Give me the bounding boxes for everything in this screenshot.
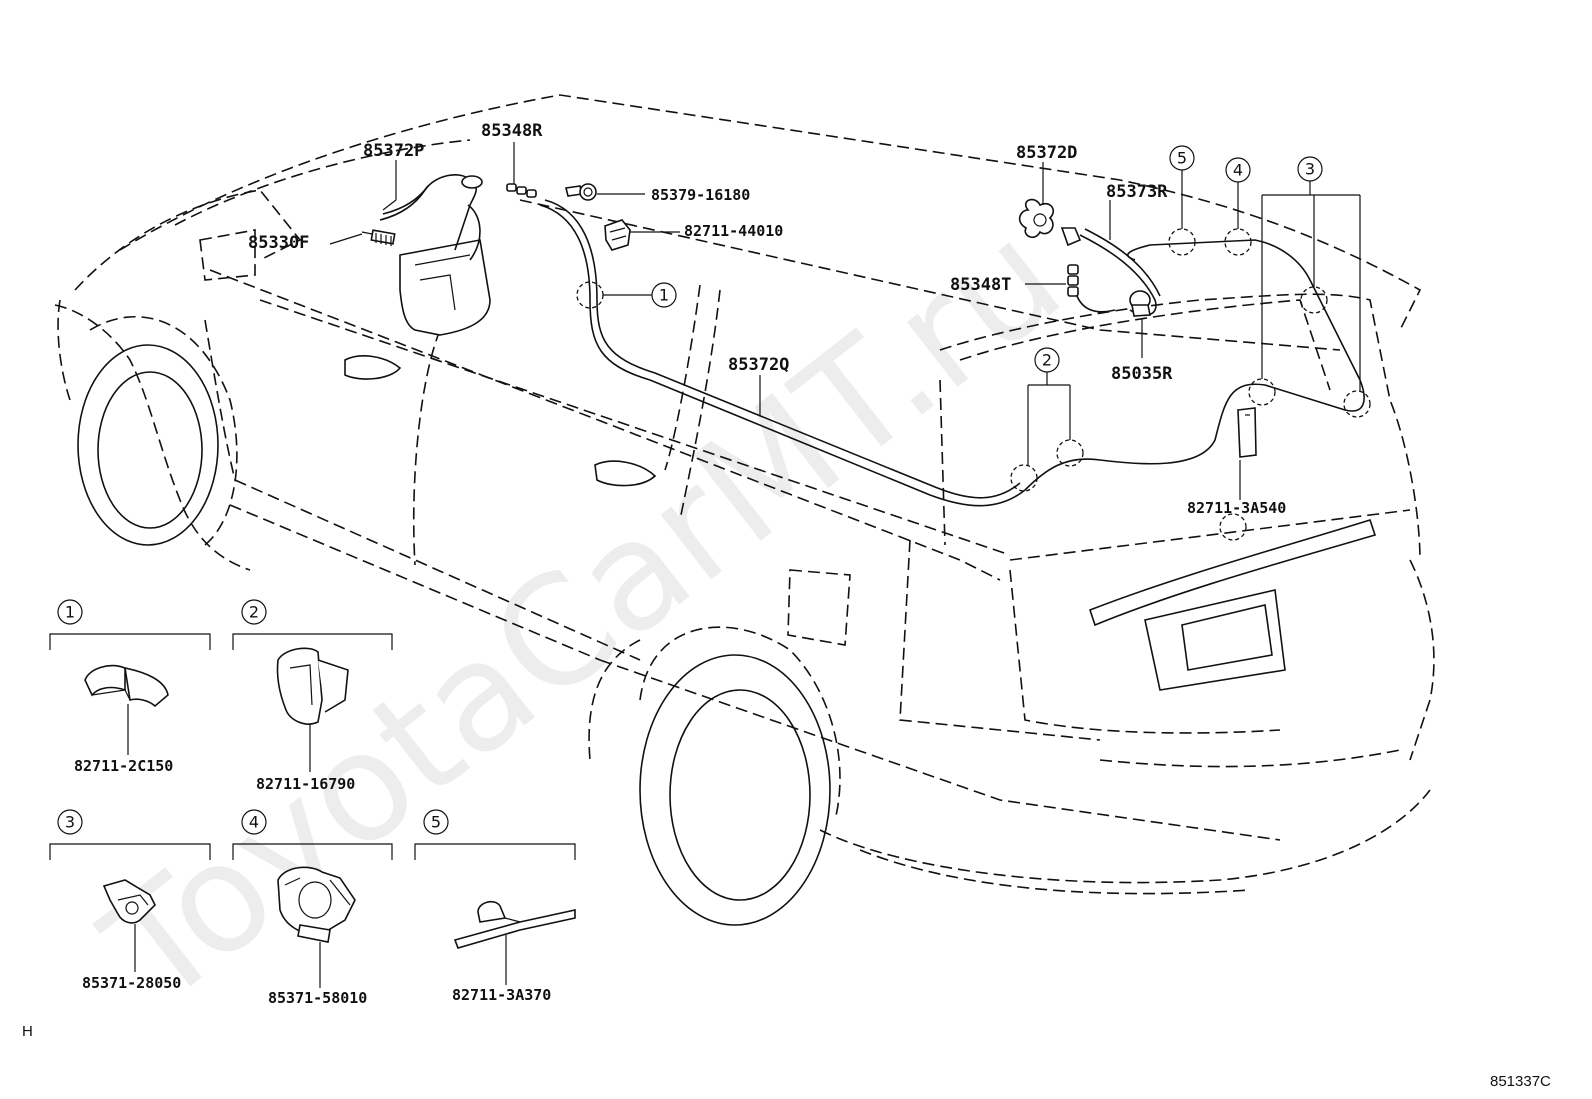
callout-5: 5 <box>1177 149 1187 168</box>
label-85373R: 85373R <box>1106 182 1168 202</box>
legend-2-number: 2 <box>249 603 259 622</box>
clip-58010-drawing <box>277 866 356 943</box>
leader-lines <box>329 142 1361 500</box>
label-85372P: 85372P <box>363 141 424 161</box>
rear-washer-nozzle <box>1129 290 1151 317</box>
washer-hose-routing <box>379 174 1365 507</box>
check-valve <box>506 183 537 198</box>
label-85330F: 85330F <box>248 233 309 253</box>
clip-28050-drawing <box>102 879 156 924</box>
legend-1-part: 82711-2C150 <box>74 757 173 775</box>
legend-5-part: 82711-3A370 <box>452 986 551 1004</box>
label-82711-3A540: 82711-3A540 <box>1187 499 1286 517</box>
grommet <box>565 183 597 201</box>
label-82711-44010: 82711-44010 <box>684 222 783 240</box>
callout-2: 2 <box>1042 351 1052 370</box>
callout-3: 3 <box>1305 160 1315 179</box>
clamp-44010 <box>604 219 631 251</box>
legend-item-2: 2 82711-16790 <box>232 599 393 793</box>
clamp-3a540 <box>1237 407 1257 458</box>
legend-panels: 1 82711-2C150 2 82711-16790 <box>49 599 576 1007</box>
watermark: ToyotaCarMT.ru <box>74 190 1092 1039</box>
washer-motor <box>361 229 396 246</box>
rear-nozzle-assembly <box>1018 198 1082 247</box>
legend-3-part: 85371-28050 <box>82 974 181 992</box>
callout-numbers: 1 2 3 4 5 <box>651 145 1323 373</box>
label-85372D: 85372D <box>1016 143 1077 163</box>
figure-code: 851337C <box>1490 1073 1551 1090</box>
part-labels: 85348R 85372P 85330F 85379-16180 82711-4… <box>248 121 1286 517</box>
legend-item-3: 3 85371-28050 <box>49 809 211 992</box>
legend-item-4: 4 85371-58010 <box>232 809 393 1007</box>
washer-tank <box>399 175 491 336</box>
label-85348T: 85348T <box>950 275 1011 295</box>
parts <box>361 175 1257 458</box>
vehicle-outline <box>54 94 1435 926</box>
label-85372Q: 85372Q <box>728 355 789 375</box>
legend-3-number: 3 <box>65 813 75 832</box>
label-85035R: 85035R <box>1111 364 1173 384</box>
corner-mark-h: H <box>22 1023 33 1040</box>
legend-2-part: 82711-16790 <box>256 775 355 793</box>
check-valve-rear <box>1067 264 1079 297</box>
label-85379-16180: 85379-16180 <box>651 186 750 204</box>
callout-1: 1 <box>659 286 669 305</box>
legend-item-1: 1 82711-2C150 <box>49 599 211 775</box>
label-85348R: 85348R <box>481 121 543 141</box>
clamp-2c150-drawing <box>84 664 169 708</box>
legend-5-number: 5 <box>431 813 441 832</box>
legend-4-number: 4 <box>249 813 259 832</box>
legend-1-number: 1 <box>65 603 75 622</box>
clamp-16790-drawing <box>276 647 349 725</box>
callout-4: 4 <box>1233 161 1243 180</box>
legend-item-5: 5 82711-3A370 <box>414 809 576 1004</box>
clamp-3a370-drawing <box>453 900 576 949</box>
legend-4-part: 85371-58010 <box>268 989 367 1007</box>
